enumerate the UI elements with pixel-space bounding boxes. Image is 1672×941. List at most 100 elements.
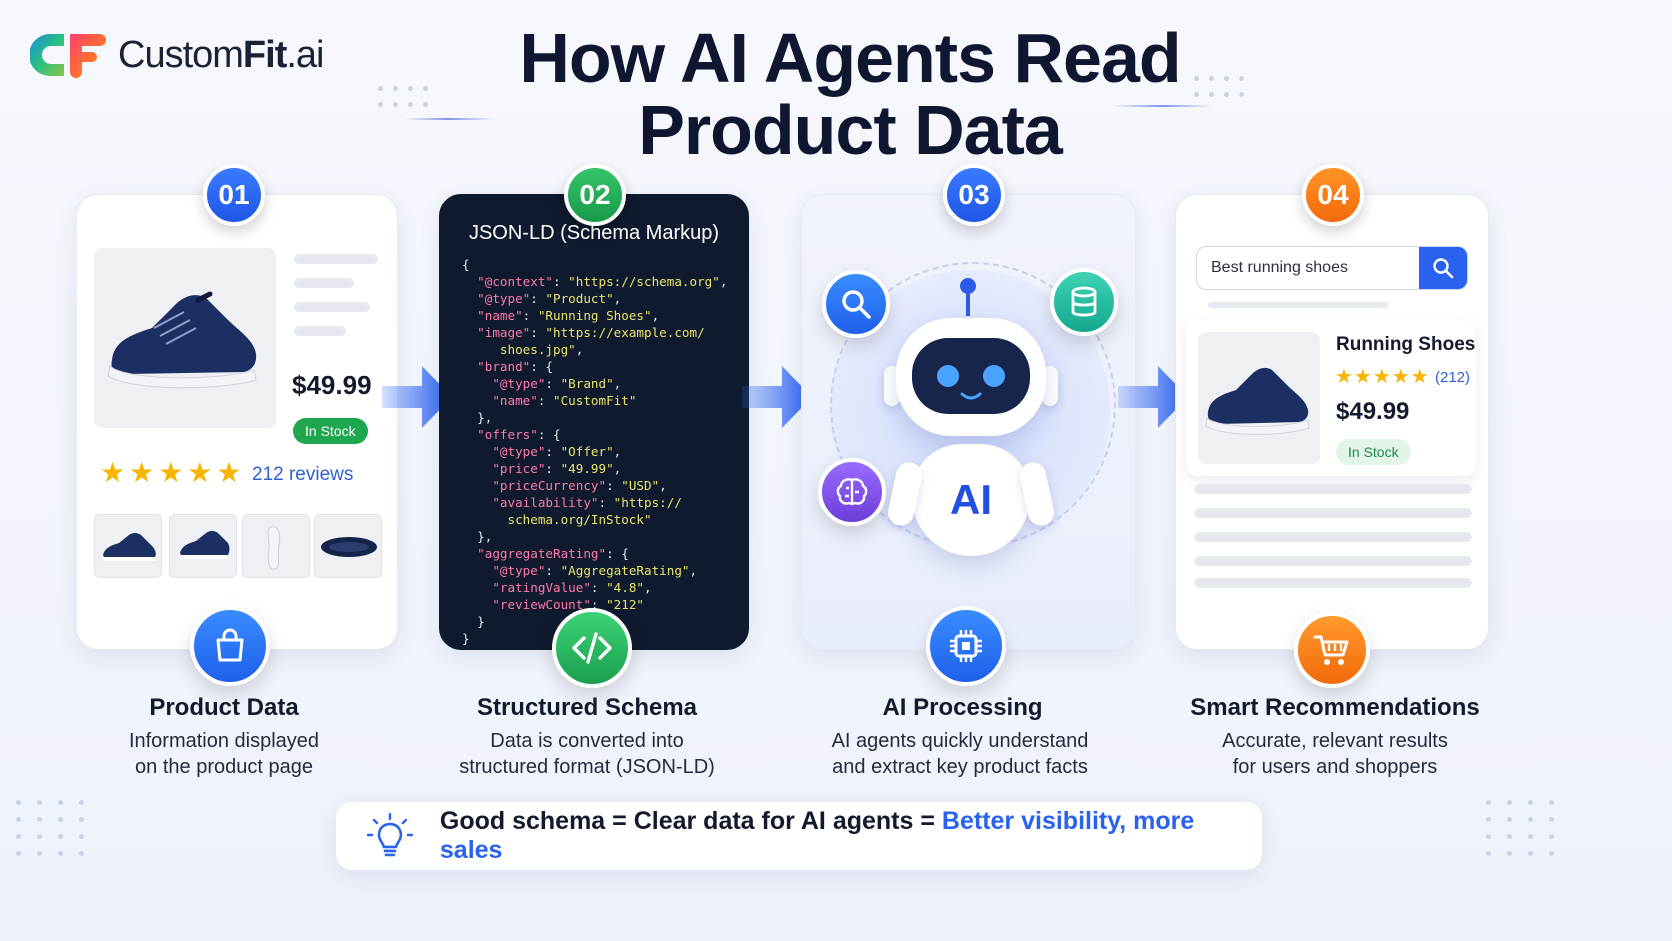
robot-antenna [966, 284, 970, 316]
search-input[interactable]: Best running shoes [1211, 259, 1348, 276]
code-line: "ratingValue": "4.8", [492, 580, 652, 595]
code-line: shoes.jpg", [462, 342, 584, 357]
summary-banner: Good schema = Clear data for AI agents =… [336, 802, 1262, 870]
code-line: "name": "CustomFit" [492, 393, 637, 408]
database-icon [1050, 268, 1118, 336]
code-line: { [462, 257, 470, 272]
flow-arrow-icon [742, 366, 812, 428]
flow-arrow-icon [382, 366, 452, 428]
decorative-dots [1486, 800, 1554, 856]
code-line: }, [462, 529, 493, 544]
schema-code-card [439, 194, 749, 650]
step-number-badge: 03 [943, 164, 1005, 226]
code-line: "offers": { [477, 427, 561, 442]
code-line: "@type": "Product", [477, 291, 622, 306]
json-ld-code[interactable]: { "@context": "https://schema.org", "@ty… [462, 256, 727, 647]
step-title: Product Data [149, 694, 299, 721]
stock-badge: In Stock [293, 418, 368, 444]
step-number-badge: 02 [564, 164, 626, 226]
step-title: Smart Recommendations [1190, 694, 1480, 721]
schema-card-title: JSON-LD (Schema Markup) [468, 222, 720, 244]
text-placeholder-bar [294, 254, 378, 264]
code-icon [552, 608, 632, 688]
logo-wordmark: CustomFit.ai [118, 33, 325, 76]
code-line: "@type": "Brand", [492, 376, 622, 391]
decorative-dots [16, 800, 84, 856]
step-title: AI Processing [882, 694, 1043, 721]
text-placeholder-bar [294, 302, 370, 312]
thumbnail-3[interactable] [242, 514, 310, 578]
result-product-image[interactable] [1198, 332, 1320, 464]
result-placeholder-bar [1194, 508, 1472, 518]
chip-icon [926, 606, 1006, 686]
result-placeholder-bar [1194, 484, 1472, 494]
shopping-bag-icon [190, 606, 270, 686]
running-shoe-icon [107, 291, 257, 389]
thumbnail-2[interactable] [169, 514, 237, 578]
code-line: "reviewCount": "212" [492, 597, 645, 612]
result-rating-count: (212) [1435, 369, 1471, 386]
review-count-link[interactable]: 212 reviews [252, 464, 354, 485]
robot-face [912, 338, 1030, 414]
robot-antenna-tip [960, 278, 976, 294]
rating-stars: ★★★★★ [100, 457, 246, 488]
search-button[interactable] [1419, 247, 1467, 289]
result-placeholder-bar [1194, 556, 1472, 566]
brand-logo[interactable]: CustomFit.ai [29, 30, 325, 80]
code-line: "@type": "AggregateRating", [492, 563, 698, 578]
decorative-line [404, 118, 494, 120]
title-line-1: How AI Agents Read [519, 19, 1181, 97]
banner-highlight: Better visibility, more sales [439, 807, 1195, 864]
running-shoe-icon [1205, 367, 1310, 435]
result-product-name[interactable]: Running Shoes [1336, 334, 1476, 355]
product-price: $49.99 [292, 370, 372, 400]
code-line: "name": "Running Shoes", [477, 308, 660, 323]
text-placeholder-bar [294, 278, 354, 288]
code-line: "image": "https://example.com/ [477, 325, 705, 340]
code-line: schema.org/InStock" [462, 512, 652, 527]
banner-text: Good schema = Clear data for AI agents =… [439, 807, 1195, 864]
code-line: "availability": "https:// [492, 495, 682, 510]
thumbnail-1[interactable] [94, 514, 162, 578]
brain-icon [818, 458, 886, 526]
code-line: }, [462, 410, 493, 425]
logo-mark-icon [29, 30, 108, 80]
code-line: "@type": "Offer", [492, 444, 622, 459]
search-icon [822, 270, 890, 338]
robot-ear-right [1042, 366, 1058, 406]
code-line: "priceCurrency": "USD", [492, 478, 667, 493]
result-placeholder-bar [1194, 578, 1472, 588]
title-line-2: Product Data [638, 91, 1063, 169]
code-line: "price": "49.99", [492, 461, 622, 476]
code-line: "@context": "https://schema.org", [477, 274, 728, 289]
code-line: } [462, 631, 470, 646]
decorative-dots [1194, 76, 1244, 97]
decorative-line [1112, 105, 1212, 107]
code-line: } [462, 614, 485, 629]
result-price: $49.99 [1336, 398, 1410, 425]
result-placeholder-bar [1194, 532, 1472, 542]
flow-arrow-icon [1118, 366, 1188, 428]
code-line: "brand": { [477, 359, 553, 374]
result-stock-badge: In Stock [1336, 439, 1411, 465]
step-number-badge: 01 [203, 164, 265, 226]
shopping-cart-icon [1294, 612, 1370, 688]
text-placeholder-bar [1208, 302, 1388, 308]
product-image[interactable] [94, 248, 276, 428]
step-title: Structured Schema [476, 694, 698, 721]
robot-body: AI [912, 444, 1030, 556]
search-bar[interactable]: Best running shoes [1196, 246, 1468, 290]
code-line: "aggregateRating": { [477, 546, 629, 561]
thumbnail-4[interactable] [314, 514, 382, 578]
lightbulb-icon [366, 812, 414, 857]
page-title: How AI Agents Read Product Data [440, 22, 1260, 166]
search-icon [1433, 258, 1454, 279]
text-placeholder-bar [294, 326, 346, 336]
step-number-badge: 04 [1302, 164, 1364, 226]
result-rating-stars: ★★★★★ [1335, 366, 1430, 388]
decorative-dots [378, 86, 428, 107]
